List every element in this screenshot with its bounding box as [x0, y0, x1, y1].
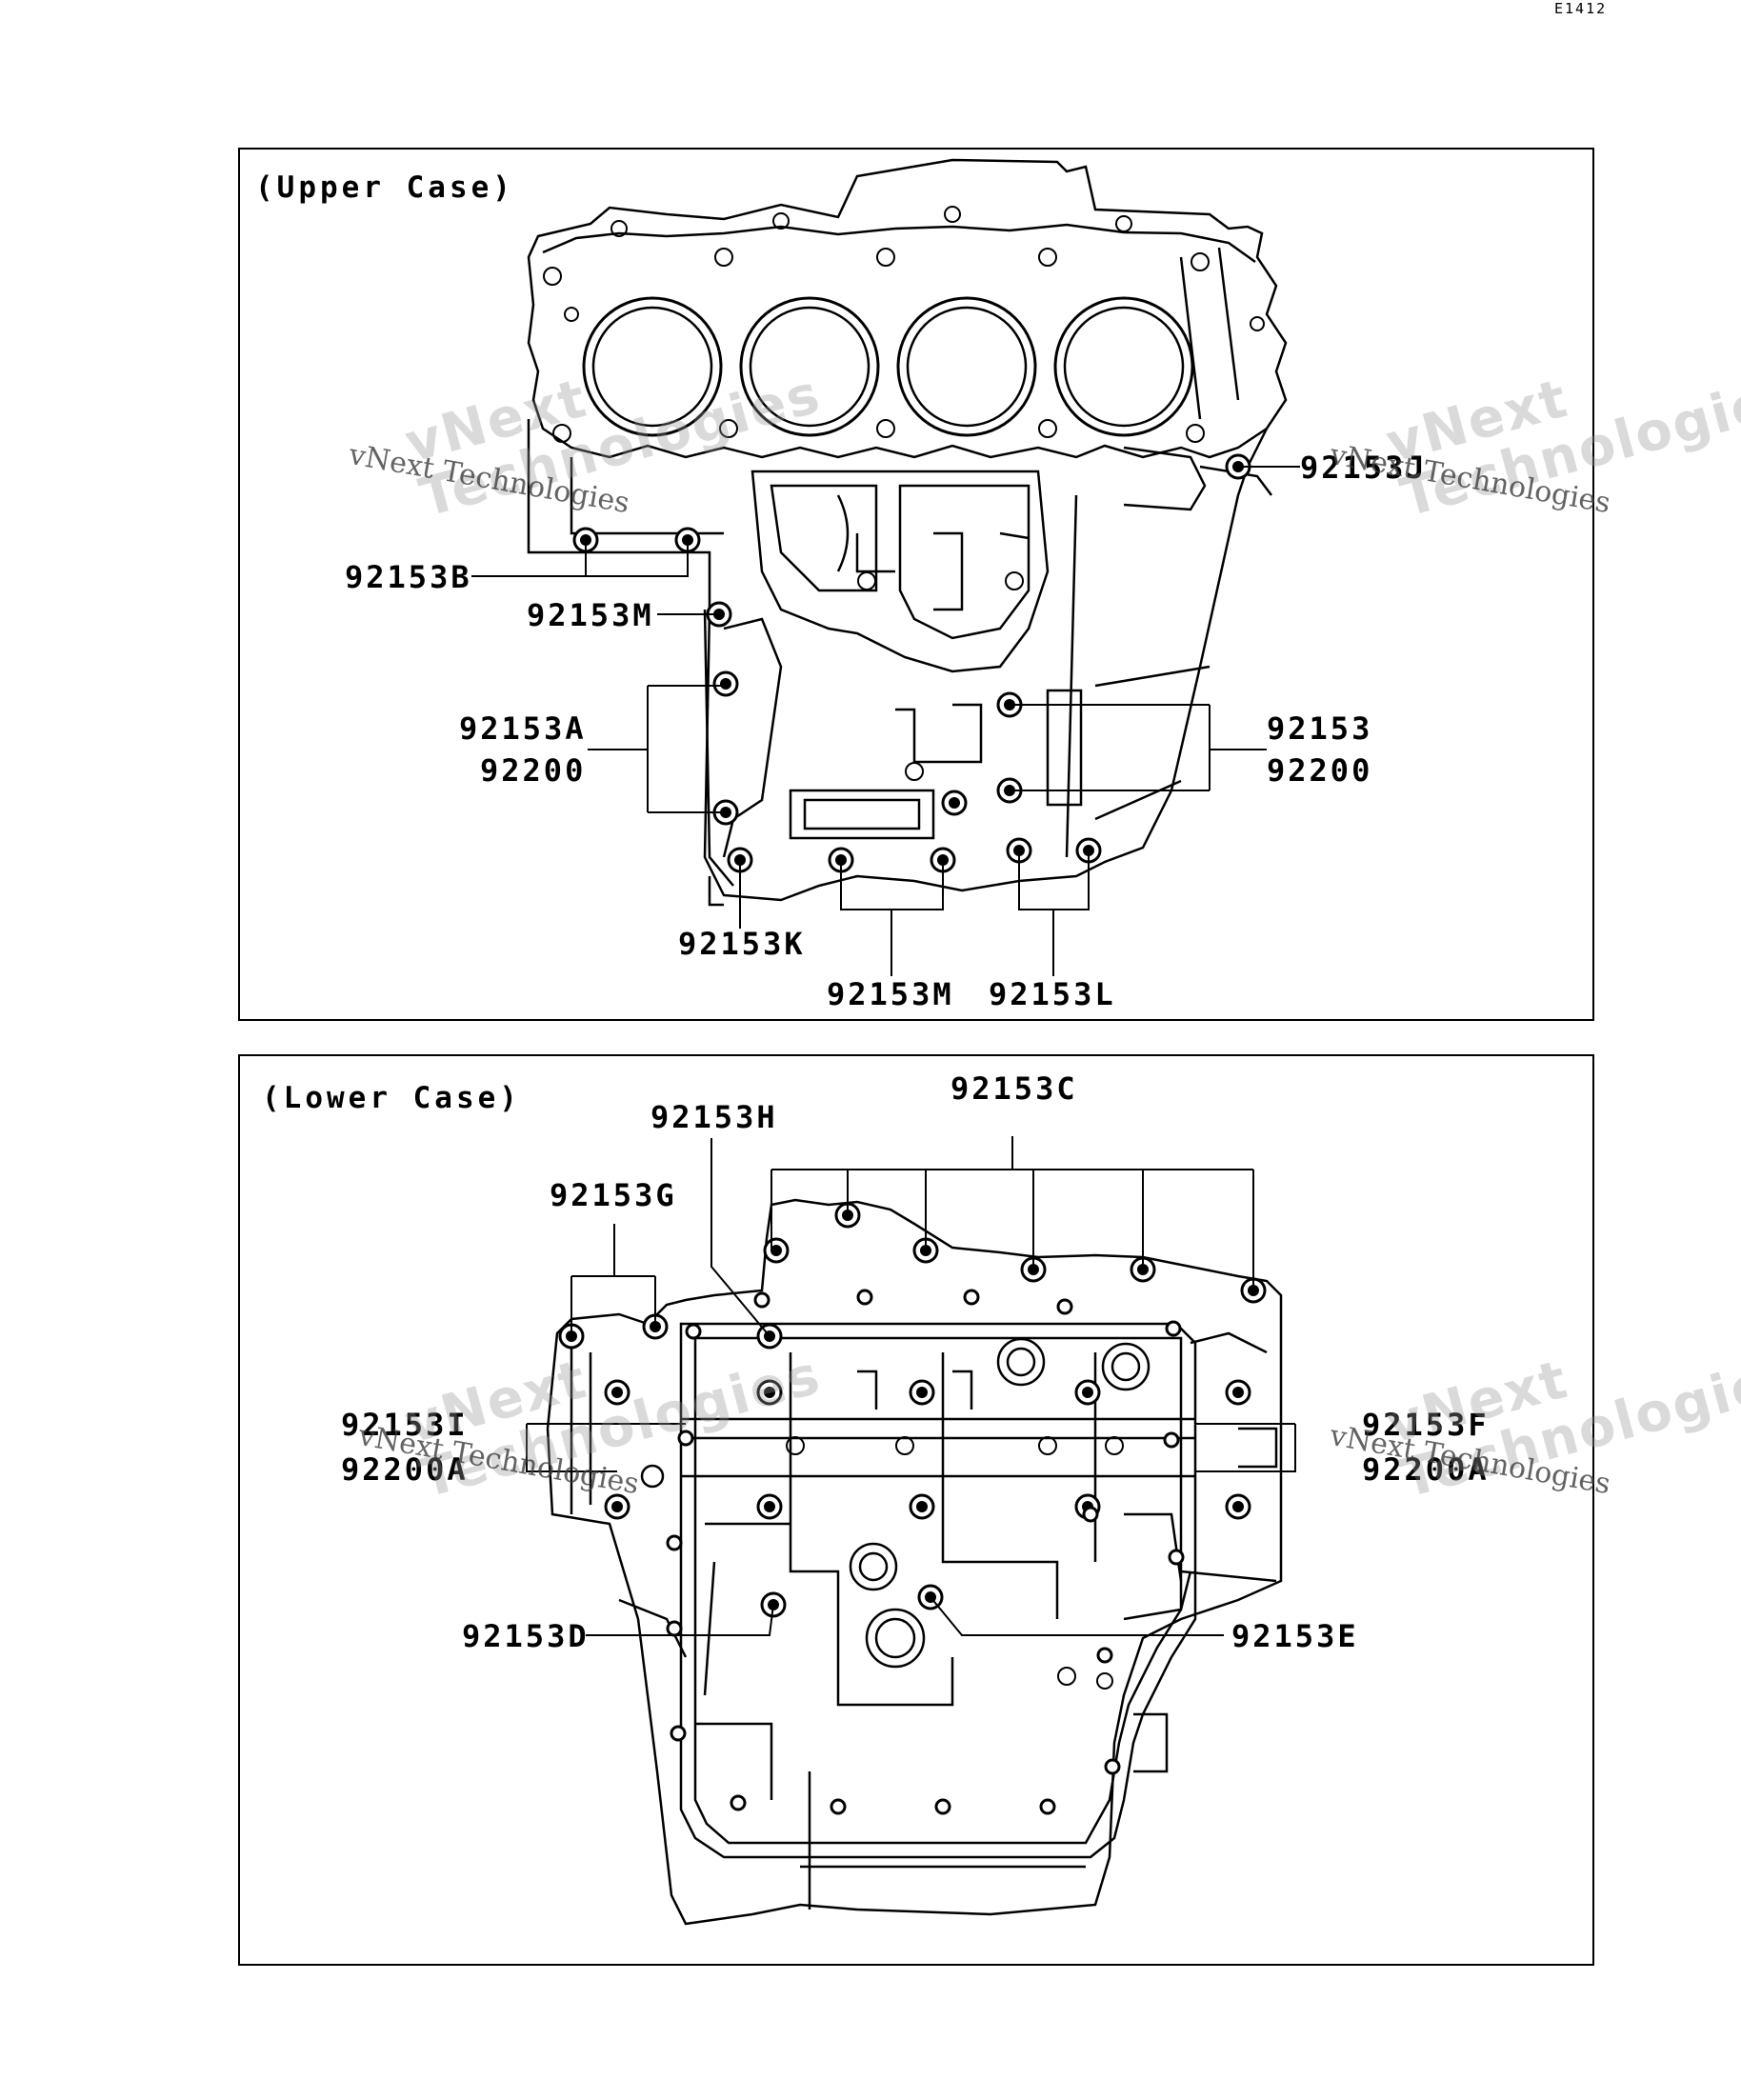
label-92153k: 92153K: [678, 926, 806, 962]
label-92200a-right: 92200A: [1362, 1451, 1490, 1488]
label-92153a: 92153A: [459, 710, 587, 747]
label-92200-left: 92200: [480, 752, 587, 789]
label-92153-right: 92153: [1267, 710, 1373, 747]
label-92153g: 92153G: [550, 1177, 677, 1213]
label-92153b: 92153B: [345, 559, 472, 595]
label-92153f: 92153F: [1362, 1407, 1490, 1443]
label-92153e: 92153E: [1231, 1618, 1359, 1654]
page-code: E1412: [1554, 0, 1608, 17]
label-92153h: 92153H: [650, 1099, 778, 1135]
label-92153c: 92153C: [951, 1070, 1078, 1107]
label-92200a-left: 92200A: [341, 1451, 469, 1488]
label-92153m-top: 92153M: [527, 597, 654, 633]
lower-case-title: (Lower Case): [262, 1081, 521, 1115]
lower-leader-lines: [526, 1136, 1296, 1636]
label-92153m-bottom: 92153M: [827, 976, 954, 1012]
lower-perimeter-bolts: [666, 1289, 1185, 1815]
upper-crankcase: [527, 158, 1288, 907]
label-92200-right: 92200: [1267, 752, 1373, 789]
label-92153d: 92153D: [462, 1618, 590, 1654]
lower-case-panel: [238, 1054, 1594, 1966]
upper-leader-lines: [471, 466, 1300, 976]
upper-bolts: [572, 453, 1251, 873]
upper-case-title: (Upper Case): [255, 170, 514, 205]
upper-case-panel: [238, 148, 1594, 1021]
lower-bolts: [558, 1202, 1267, 1618]
label-92153l: 92153L: [989, 976, 1116, 1012]
label-92153i: 92153I: [341, 1407, 469, 1443]
label-92153j: 92153J: [1300, 450, 1428, 486]
